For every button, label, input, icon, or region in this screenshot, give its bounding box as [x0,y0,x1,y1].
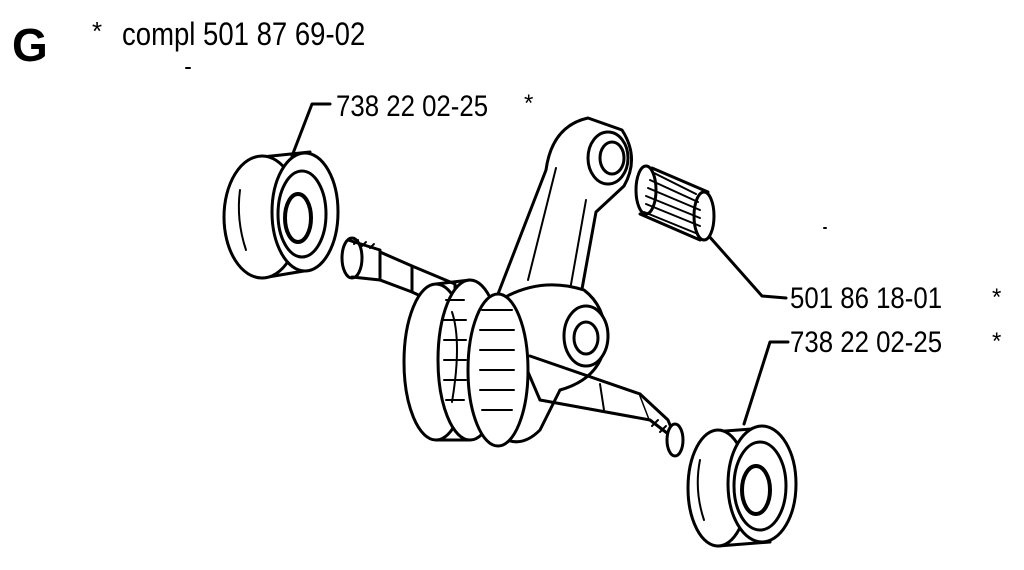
leader-line-bottom-bearing [742,340,790,426]
callout-needle-bearing-mark: * [992,284,1002,311]
crankshaft-right-stub [526,354,685,458]
callout-bottom-bearing-number: 738 22 02-25 [790,326,943,359]
callout-bottom-bearing-mark: * [992,328,1002,355]
section-letter: G [12,19,48,71]
needle-bearing [634,164,716,242]
right-ball-bearing [686,424,798,548]
kit-asterisk: * [92,16,103,46]
callout-top-bearing-number: 738 22 02-25 [336,90,489,123]
leader-line-top-bearing [290,102,332,158]
callout-top-bearing-mark: * [524,90,534,117]
crank-web-right [466,283,610,448]
left-ball-bearing [222,150,340,280]
leader-line-needle-bearing [698,224,788,300]
callout-needle-bearing-number: 501 86 18-01 [790,282,943,315]
connecting-rod [496,116,633,302]
kit-part-number: compl 501 87 69-02 [122,16,366,52]
